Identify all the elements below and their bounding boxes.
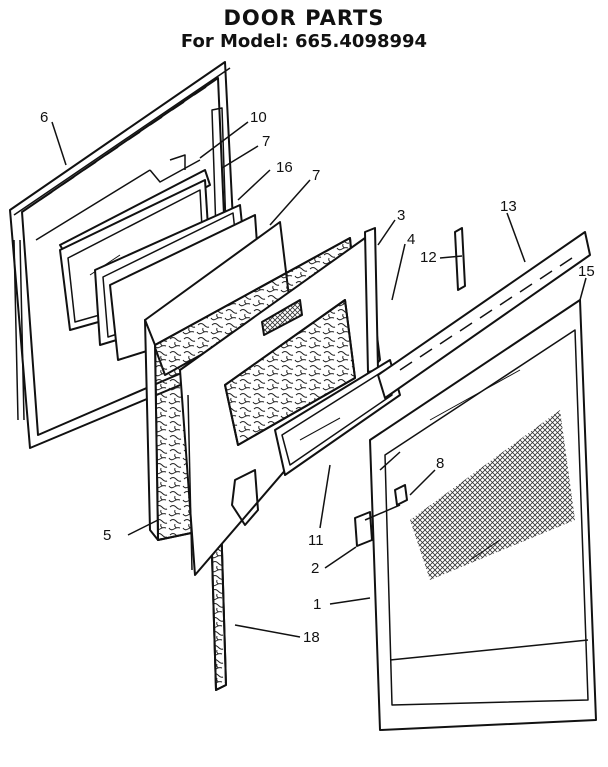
top-vent-trim [377,231,591,399]
callout-5: 5 [103,527,111,544]
callout-15: 15 [578,263,595,280]
mounting-clip [394,484,408,506]
callout-7-lower: 7 [312,167,320,184]
window-baffle-panel [179,237,381,576]
callout-2: 2 [311,560,319,577]
callout-4: 4 [407,231,415,248]
callout-3: 3 [397,207,405,224]
callout-12: 12 [420,249,437,266]
callout-7-upper: 7 [262,133,270,150]
callout-18: 18 [303,629,320,646]
door-hinge [354,504,401,547]
vertical-frame-strip [364,227,379,373]
callout-13: 13 [500,198,517,215]
diagram-title: DOOR PARTS [223,6,385,30]
callout-8: 8 [436,455,444,472]
hinge-bracket [454,227,466,291]
callout-16: 16 [276,159,293,176]
callout-11: 11 [308,532,324,549]
callout-6: 6 [40,109,48,126]
outer-glass-window [274,359,401,476]
model-subtitle: For Model: 665.4098994 [180,31,428,52]
callout-1: 1 [313,596,321,613]
outer-door-panel [369,299,597,731]
callout-10: 10 [250,109,267,126]
callout-leaders [51,121,587,638]
